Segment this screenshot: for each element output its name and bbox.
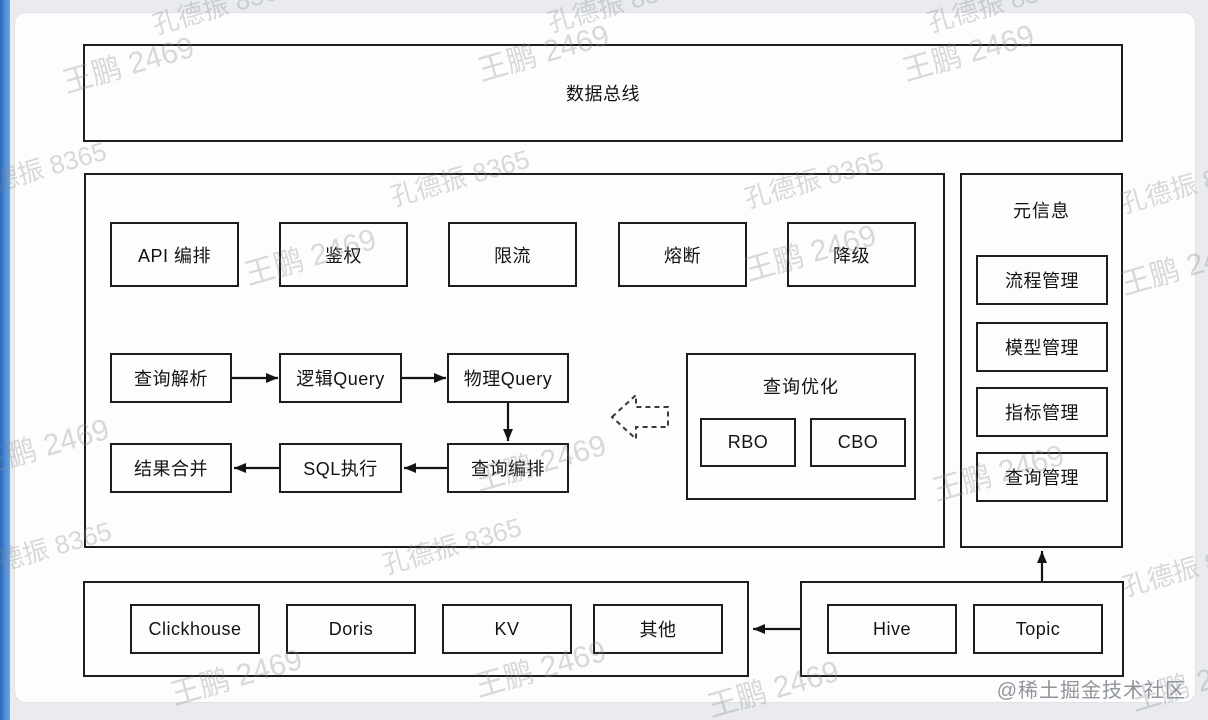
meta-info-box: 元信息 bbox=[960, 173, 1123, 548]
query-optimizer-box: 查询优化 bbox=[686, 353, 916, 500]
node-label: SQL执行 bbox=[303, 459, 378, 479]
node-degrade: 降级 bbox=[787, 222, 916, 287]
node-label: Doris bbox=[328, 618, 374, 639]
meta-info-title: 元信息 bbox=[1013, 201, 1070, 221]
node-label: 物理Query bbox=[463, 369, 553, 389]
node-label: Clickhouse bbox=[148, 618, 242, 639]
node-label: CBO bbox=[837, 432, 879, 452]
data-bus-label: 数据总线 bbox=[566, 84, 640, 104]
node-label: 降级 bbox=[833, 245, 870, 266]
query-engine-box bbox=[84, 173, 945, 548]
node-hive: Hive bbox=[827, 604, 957, 654]
node-model-mgmt: 模型管理 bbox=[976, 322, 1108, 372]
node-label: Topic bbox=[1015, 618, 1061, 639]
node-metric-mgmt: 指标管理 bbox=[976, 387, 1108, 437]
node-label: 逻辑Query bbox=[296, 369, 385, 389]
storage-box bbox=[83, 581, 749, 677]
node-other: 其他 bbox=[593, 604, 723, 654]
query-optimizer-title: 查询优化 bbox=[763, 377, 839, 397]
node-cbo: CBO bbox=[810, 418, 906, 467]
credit-watermark: @稀土掘金技术社区 bbox=[996, 680, 1186, 702]
node-query-parse: 查询解析 bbox=[110, 353, 232, 403]
node-label: KV bbox=[494, 618, 520, 639]
node-kv: KV bbox=[442, 604, 572, 654]
node-label: API 编排 bbox=[137, 245, 211, 266]
node-label: 限流 bbox=[494, 245, 531, 266]
node-doris: Doris bbox=[286, 604, 416, 654]
node-label: 查询编排 bbox=[471, 459, 545, 479]
node-topic: Topic bbox=[973, 604, 1103, 654]
node-label: 熔断 bbox=[664, 245, 701, 266]
node-rbo: RBO bbox=[700, 418, 796, 467]
node-auth: 鉴权 bbox=[279, 222, 408, 287]
node-label: 鉴权 bbox=[325, 245, 362, 266]
node-label: 查询管理 bbox=[1005, 468, 1079, 488]
node-api-orchestration: API 编排 bbox=[110, 222, 239, 287]
node-label: 流程管理 bbox=[1005, 271, 1079, 291]
node-label: 指标管理 bbox=[1005, 403, 1079, 423]
node-logical-query: 逻辑Query bbox=[279, 353, 402, 403]
node-query-mgmt: 查询管理 bbox=[976, 452, 1108, 502]
data-bus-box: 数据总线 bbox=[83, 44, 1123, 142]
node-label: 其他 bbox=[639, 620, 677, 640]
node-label: Hive bbox=[872, 618, 911, 639]
left-accent-bar bbox=[0, 0, 10, 720]
node-physical-query: 物理Query bbox=[447, 353, 569, 403]
node-label: 模型管理 bbox=[1005, 338, 1079, 358]
node-query-orchestration: 查询编排 bbox=[447, 443, 569, 493]
node-label: 查询解析 bbox=[134, 369, 208, 389]
node-sql-execute: SQL执行 bbox=[279, 443, 402, 493]
node-clickhouse: Clickhouse bbox=[130, 604, 260, 654]
node-rate-limit: 限流 bbox=[448, 222, 577, 287]
node-result-merge: 结果合并 bbox=[110, 443, 232, 493]
node-label: RBO bbox=[727, 432, 769, 452]
source-box bbox=[800, 581, 1124, 677]
node-label: 结果合并 bbox=[134, 459, 208, 479]
node-circuit-break: 熔断 bbox=[618, 222, 747, 287]
node-process-mgmt: 流程管理 bbox=[976, 255, 1108, 305]
